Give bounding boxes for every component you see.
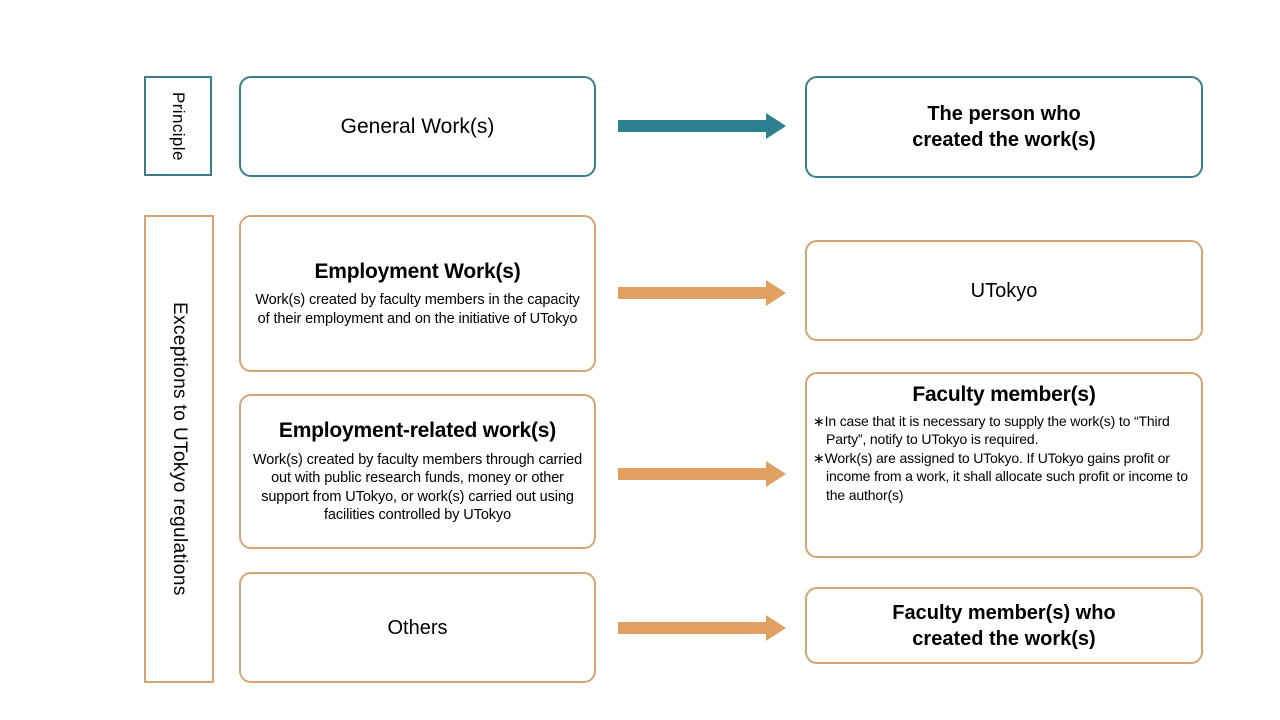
- side-label-principle: Principle: [144, 76, 212, 176]
- box-person-who-created: The person who created the work(s): [805, 76, 1203, 178]
- box-faculty-members-title: Faculty member(s): [912, 383, 1096, 406]
- box-employment-works: Employment Work(s) Work(s) created by fa…: [239, 215, 596, 372]
- arrow-employment-to-utokyo: [618, 280, 786, 306]
- box-employment-related-works-title: Employment-related work(s): [278, 419, 557, 443]
- faculty-members-note-2: ∗Work(s) are assigned to UTokyo. If UTok…: [813, 449, 1188, 504]
- box-employment-works-description: Work(s) created by faculty members in th…: [255, 292, 580, 327]
- faculty-members-note-1: ∗In case that it is necessary to supply …: [813, 412, 1170, 448]
- box-utokyo-title: UTokyo: [970, 279, 1038, 302]
- box-utokyo: UTokyo: [805, 240, 1203, 341]
- box-person-who-created-line1: The person who: [927, 103, 1081, 125]
- box-employment-works-title: Employment Work(s): [314, 259, 521, 283]
- box-others: Others: [239, 572, 596, 683]
- box-person-who-created-line2: created the work(s): [912, 129, 1096, 151]
- arrow-others-to-faculty-creator: [618, 615, 786, 641]
- side-label-exceptions-text: Exceptions to UTokyo regulations: [169, 302, 190, 596]
- box-faculty-creator-line1: Faculty member(s) who: [892, 601, 1116, 624]
- side-label-exceptions: Exceptions to UTokyo regulations: [144, 215, 214, 683]
- box-employment-related-works-description: Work(s) created by faculty members throu…: [252, 451, 583, 524]
- box-others-title: Others: [387, 616, 448, 639]
- faculty-members-notes: ∗In case that it is necessary to supply …: [807, 412, 1201, 505]
- arrow-general-to-person: [618, 113, 786, 139]
- box-faculty-creator: Faculty member(s) who created the work(s…: [805, 587, 1203, 664]
- box-faculty-members: Faculty member(s) ∗In case that it is ne…: [805, 372, 1203, 558]
- box-employment-related-works: Employment-related work(s) Work(s) creat…: [239, 394, 596, 549]
- arrow-employment-related-to-faculty: [618, 461, 786, 487]
- box-faculty-creator-line2: created the work(s): [912, 627, 1096, 650]
- box-general-works: General Work(s): [239, 76, 596, 177]
- side-label-principle-text: Principle: [169, 91, 188, 161]
- box-general-works-title: General Work(s): [340, 114, 495, 138]
